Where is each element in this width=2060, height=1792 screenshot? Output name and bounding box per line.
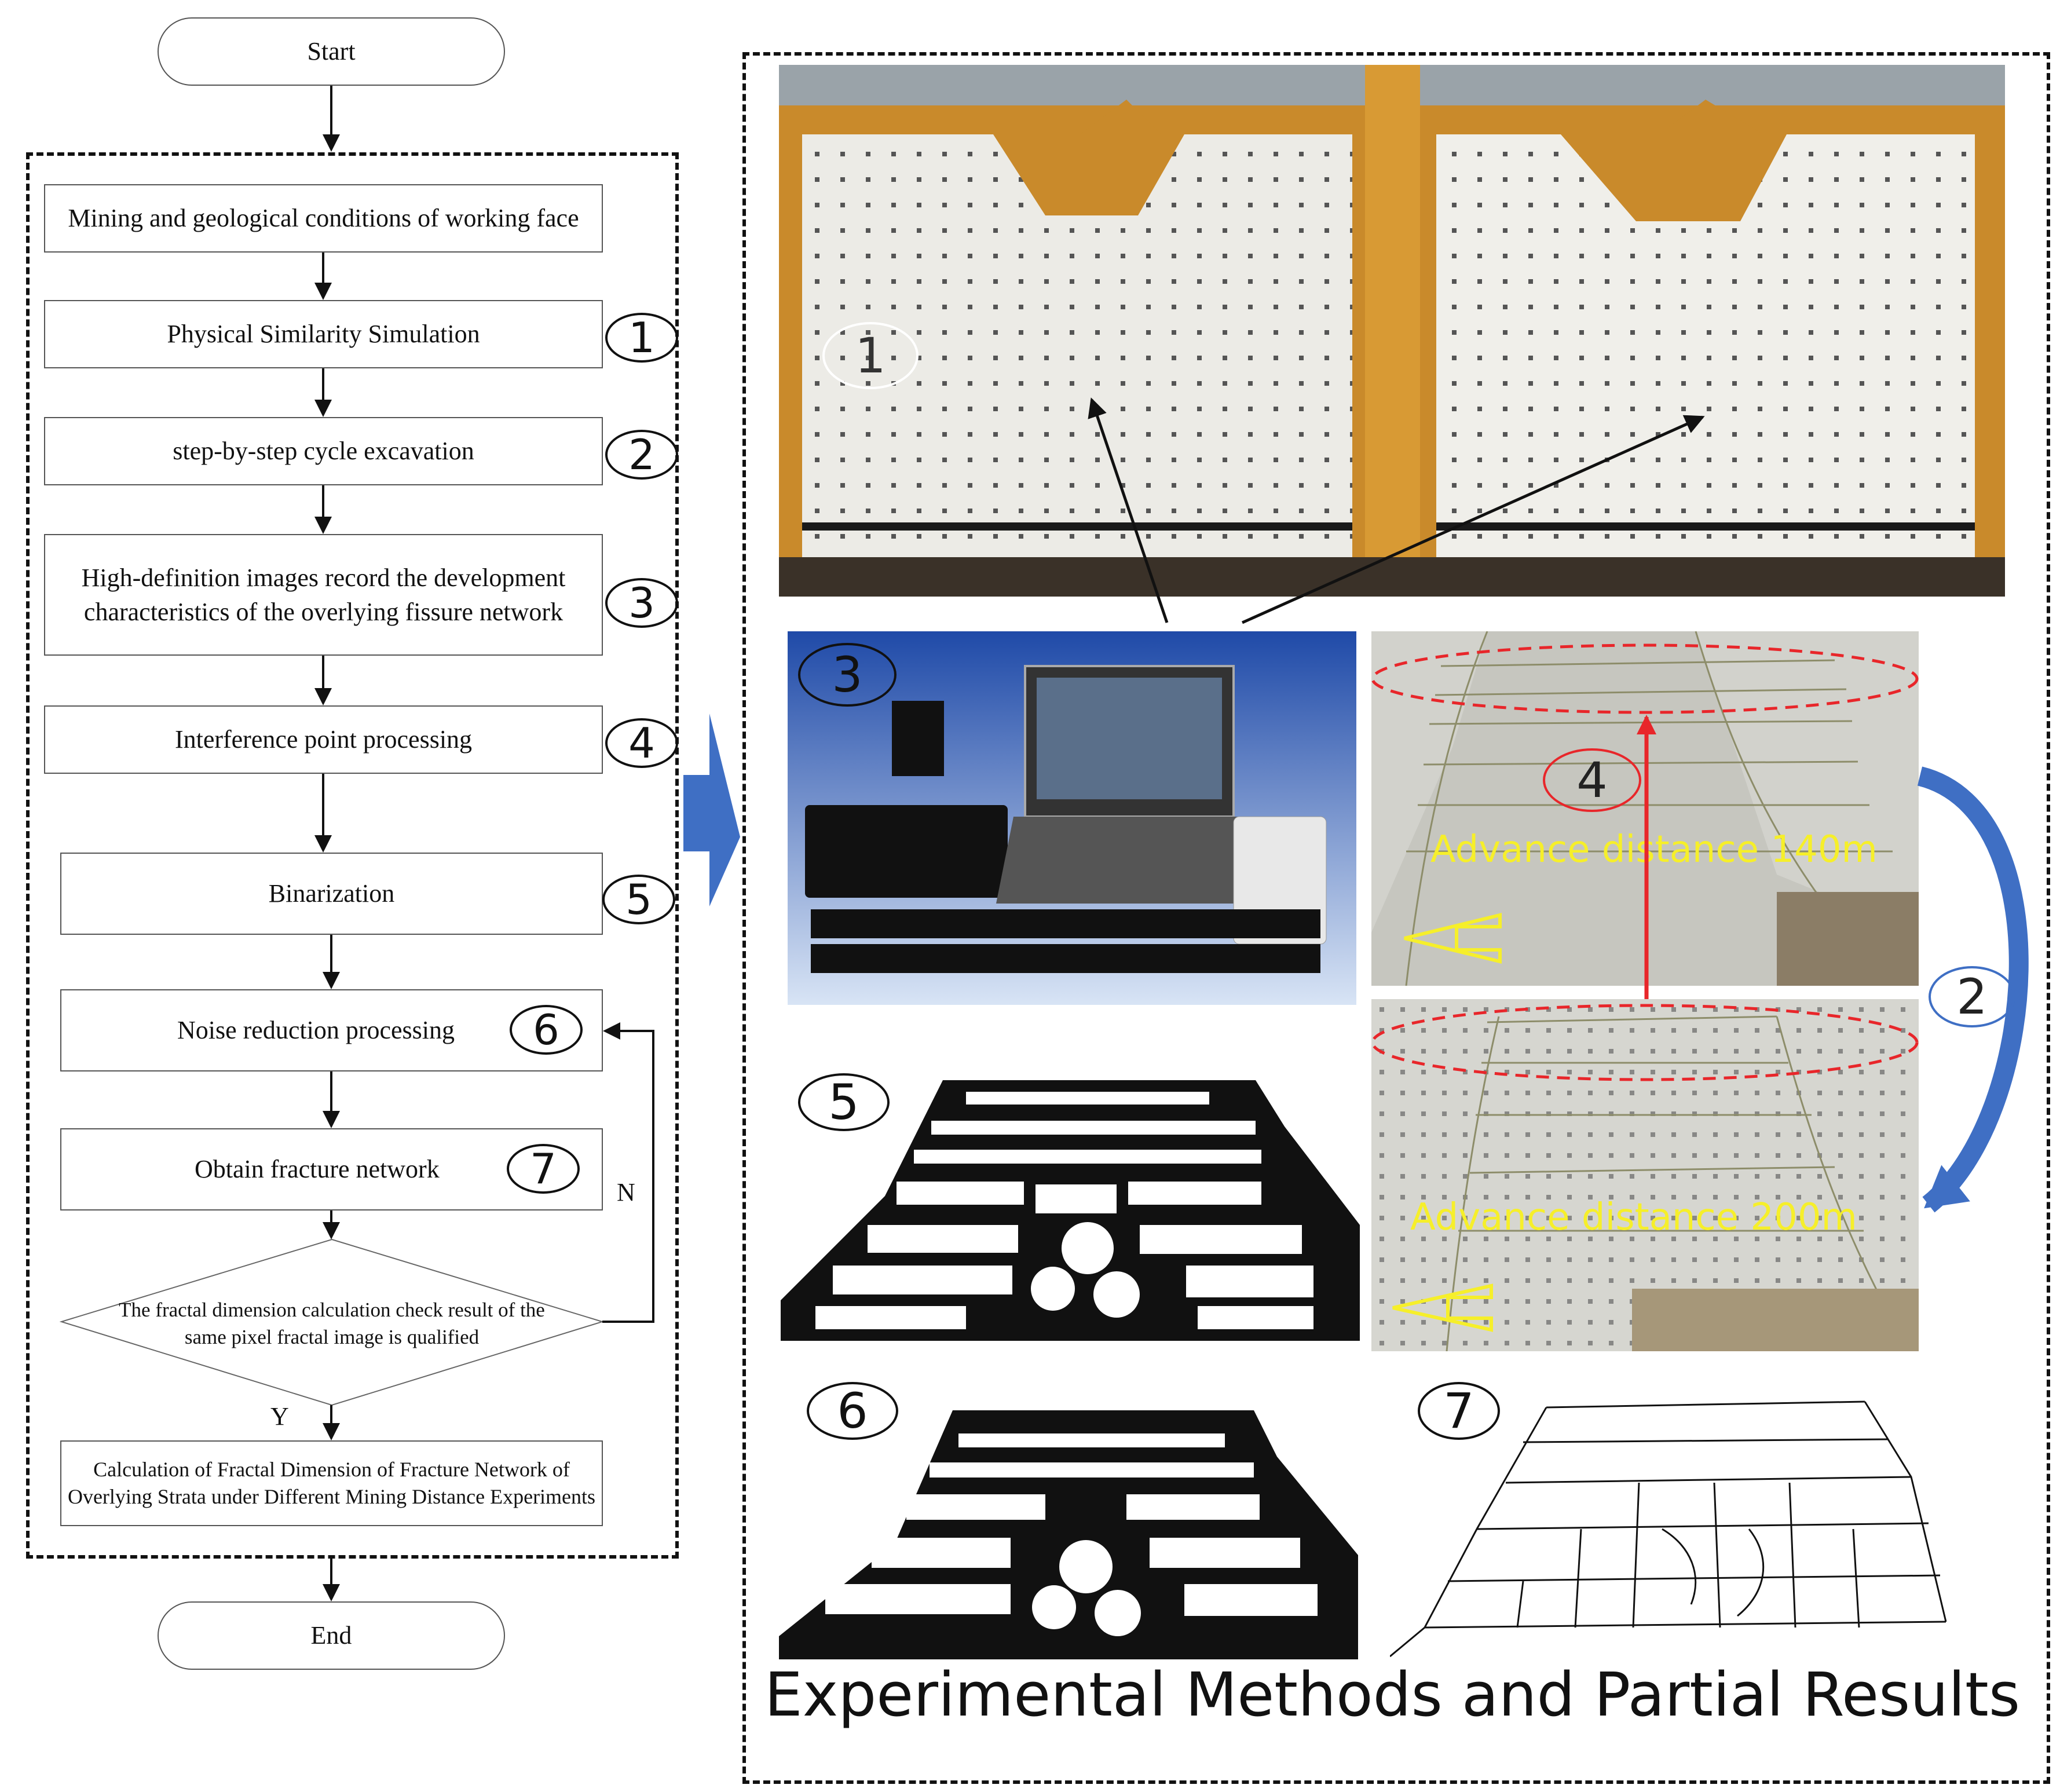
panel-title: Experimental Methods and Partial Results	[764, 1659, 2021, 1730]
results-panel	[742, 52, 2050, 1784]
denoised-image	[779, 1393, 1358, 1659]
panel-badge-1: 1	[822, 322, 919, 389]
step-mining-conditions-label: Mining and geological conditions of work…	[68, 204, 579, 233]
top-strata-ellipse-140	[1371, 643, 1919, 714]
step-interference-processing: Interference point processing	[44, 705, 603, 774]
step-badge-5: 5	[602, 875, 675, 924]
panel-badge-4: 4	[1543, 748, 1641, 812]
step-cycle-excavation-label: step-by-step cycle excavation	[173, 437, 474, 466]
step-badge-7: 7	[507, 1144, 580, 1194]
yes-label: Y	[270, 1402, 289, 1431]
start-label: Start	[307, 37, 356, 66]
end-label: End	[310, 1621, 352, 1650]
panel-badge-3: 3	[798, 643, 897, 707]
process-group-box	[26, 152, 679, 1559]
panel-badge-6: 6	[807, 1382, 898, 1440]
fracture-network-art	[1390, 1400, 1947, 1658]
model-photo	[779, 65, 2005, 597]
end-terminal: End	[158, 1601, 505, 1670]
fracture-network-image	[1390, 1384, 1957, 1662]
step-physical-simulation: Physical Similarity Simulation	[44, 300, 603, 368]
step-badge-1: 1	[605, 313, 678, 363]
step-badge-6: 6	[510, 1005, 583, 1055]
denoised-image-art	[779, 1410, 1358, 1659]
panel-badge-5: 5	[798, 1073, 890, 1131]
advance-200-label: Advance distance 200m	[1410, 1196, 1857, 1239]
step-hd-images-label: High-definition images record the develo…	[81, 563, 566, 626]
yellow-arrow-200	[1392, 1283, 1493, 1332]
arrow-to-model-right	[1241, 415, 1705, 624]
panel-badge-2: 2	[1929, 966, 2015, 1027]
step-physical-simulation-label: Physical Similarity Simulation	[167, 320, 480, 349]
yellow-arrow-140	[1404, 913, 1502, 964]
step-final-calculation: Calculation of Fractal Dimension of Frac…	[60, 1440, 603, 1526]
binarized-image-art	[781, 1080, 1360, 1341]
step-badge-2: 2	[605, 430, 678, 480]
panel-badge-7: 7	[1418, 1382, 1500, 1440]
binarized-image	[781, 1074, 1360, 1341]
step-final-calculation-label: Calculation of Fractal Dimension of Frac…	[67, 1458, 596, 1508]
top-strata-ellipse-200	[1371, 1004, 1919, 1081]
to-panel-arrow	[683, 714, 740, 906]
model-photo-art	[779, 65, 2005, 597]
advance-140-label: Advance distance 140m	[1430, 828, 1878, 871]
decision-text: The fractal dimension calculation check …	[119, 1299, 545, 1349]
step-badge-4: 4	[605, 718, 678, 768]
step-badge-3: 3	[605, 578, 678, 628]
step-noise-reduction-label: Noise reduction processing	[177, 1016, 455, 1045]
step-fracture-network-label: Obtain fracture network	[195, 1155, 440, 1184]
step-hd-images: High-definition images record the develo…	[44, 534, 603, 656]
arrow-to-model-left	[1088, 397, 1169, 623]
step-cycle-excavation: step-by-step cycle excavation	[44, 417, 603, 485]
step-mining-conditions: Mining and geological conditions of work…	[44, 184, 603, 253]
step-interference-processing-label: Interference point processing	[174, 725, 473, 754]
start-terminal: Start	[158, 17, 505, 86]
step-binarization: Binarization	[60, 853, 603, 935]
no-label: N	[617, 1178, 635, 1206]
curved-blue-arrow	[1917, 766, 2029, 1213]
step-binarization-label: Binarization	[268, 879, 395, 908]
